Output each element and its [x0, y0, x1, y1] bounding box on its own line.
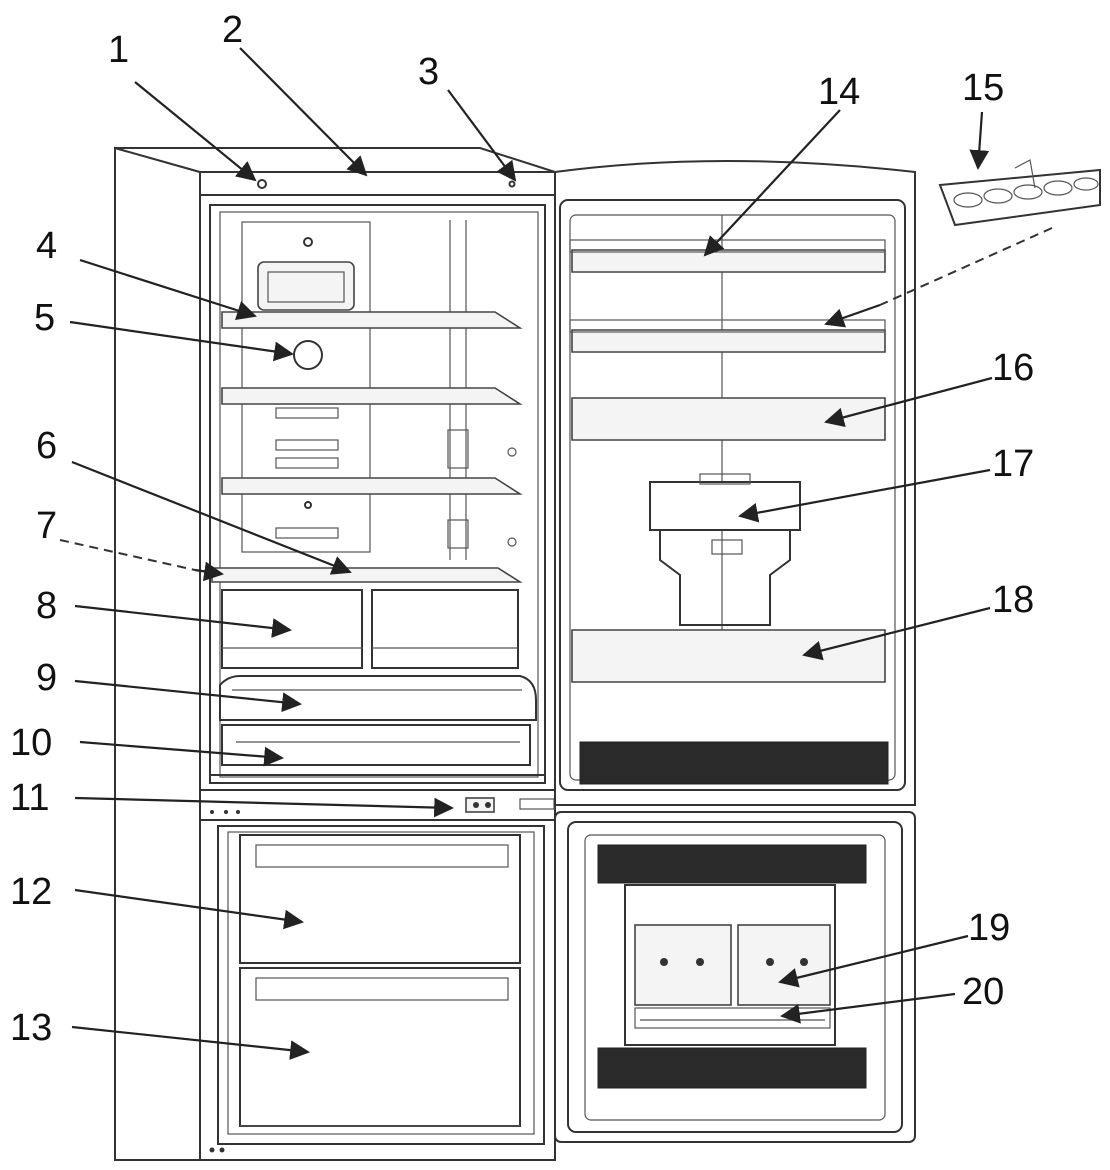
label-14: 14	[818, 71, 860, 113]
label-19: 19	[968, 907, 1010, 949]
label-17: 17	[992, 443, 1034, 485]
label-10: 10	[10, 722, 52, 764]
leader-lines	[59, 47, 1053, 1060]
freezer-compartment	[209, 825, 545, 1153]
fridge-door	[554, 160, 916, 806]
label-13: 13	[10, 1007, 52, 1049]
label-15: 15	[962, 67, 1004, 109]
fridge-compartment	[209, 204, 546, 784]
part-labels: 1 2 3 4 5 6 7 8 9 10 11 12 13 14 15 16 1…	[10, 9, 1034, 1049]
label-8: 8	[36, 585, 57, 627]
label-4: 4	[36, 225, 57, 267]
label-16: 16	[992, 347, 1034, 389]
label-12: 12	[10, 871, 52, 913]
label-20: 20	[962, 971, 1004, 1013]
label-18: 18	[992, 579, 1034, 621]
label-3: 3	[418, 51, 439, 93]
label-2: 2	[222, 9, 243, 51]
label-9: 9	[36, 657, 57, 699]
label-11: 11	[10, 777, 49, 819]
label-6: 6	[36, 425, 57, 467]
freezer-door	[554, 811, 916, 1143]
label-1: 1	[108, 29, 129, 71]
egg-tray	[938, 159, 1101, 227]
label-5: 5	[34, 297, 55, 339]
label-7: 7	[36, 505, 57, 547]
